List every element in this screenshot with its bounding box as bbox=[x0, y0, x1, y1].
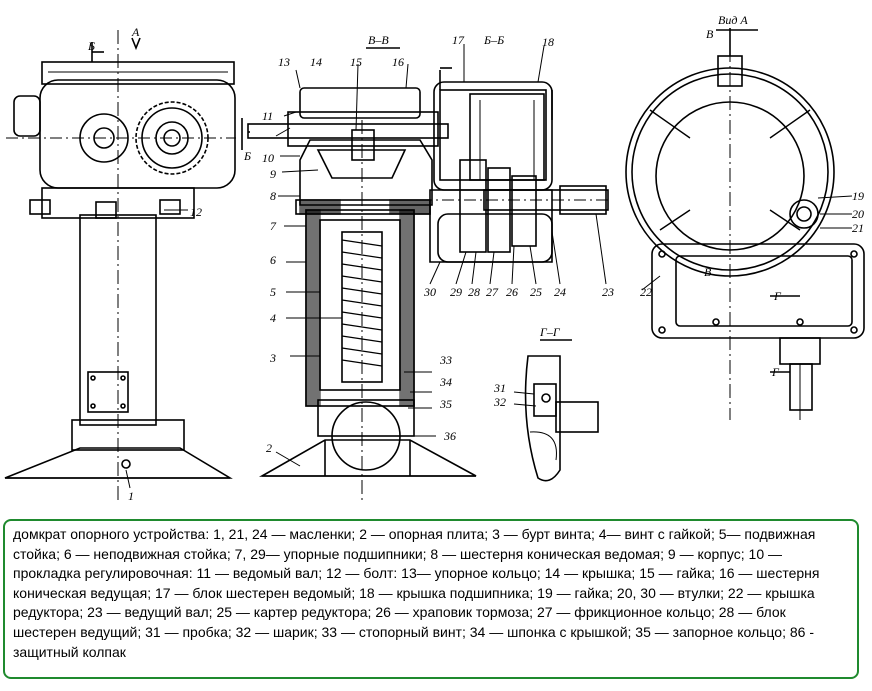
arrow-a-label: А bbox=[131, 25, 140, 39]
diagram-labels: 1 12 2 3 4 5 6 7 8 9 10 11 13 14 15 16 1… bbox=[87, 13, 864, 503]
section-title-b-b: Б–Б bbox=[483, 33, 504, 47]
label-9: 9 bbox=[270, 167, 276, 181]
label-29: 29 bbox=[450, 285, 462, 299]
label-15: 15 bbox=[350, 55, 362, 69]
section-title-v-v: В–В bbox=[368, 33, 389, 47]
label-16: 16 bbox=[392, 55, 404, 69]
label-23: 23 bbox=[602, 285, 614, 299]
label-12: 12 bbox=[190, 205, 202, 219]
label-4: 4 bbox=[270, 311, 276, 325]
label-10: 10 bbox=[262, 151, 274, 165]
label-3: 3 bbox=[269, 351, 276, 365]
label-35: 35 bbox=[439, 397, 452, 411]
label-7: 7 bbox=[270, 219, 277, 233]
arrow-b-bottom-label: Б bbox=[243, 149, 251, 163]
arrow-g-bottom-label: Г bbox=[771, 365, 780, 379]
arrow-b-top-label: Б bbox=[87, 39, 95, 53]
label-31: 31 bbox=[493, 381, 506, 395]
label-14: 14 bbox=[310, 55, 322, 69]
arrow-v-top-label: В bbox=[706, 27, 714, 41]
section-v-v bbox=[247, 47, 477, 500]
label-17: 17 bbox=[452, 33, 465, 47]
label-30: 30 bbox=[423, 285, 436, 299]
label-5: 5 bbox=[270, 285, 276, 299]
label-22: 22 bbox=[640, 285, 652, 299]
label-24: 24 bbox=[554, 285, 566, 299]
label-2: 2 bbox=[266, 441, 272, 455]
left-view bbox=[4, 30, 243, 500]
arrow-g-mid-label: Г bbox=[773, 289, 782, 303]
caption-text: домкрат опорного устройства: 1, 21, 24 —… bbox=[13, 526, 820, 660]
label-11: 11 bbox=[262, 109, 273, 123]
label-6: 6 bbox=[270, 253, 276, 267]
label-18: 18 bbox=[542, 35, 554, 49]
label-8: 8 bbox=[270, 189, 276, 203]
label-36: 36 bbox=[443, 429, 456, 443]
label-1: 1 bbox=[128, 489, 134, 503]
label-26: 26 bbox=[506, 285, 518, 299]
label-27: 27 bbox=[486, 285, 499, 299]
label-21: 21 bbox=[852, 221, 864, 235]
jack-technical-drawing: 1 12 2 3 4 5 6 7 8 9 10 11 13 14 15 16 1… bbox=[4, 13, 865, 503]
section-b-b bbox=[405, 44, 612, 285]
label-25: 25 bbox=[530, 285, 542, 299]
label-19: 19 bbox=[852, 189, 864, 203]
label-34: 34 bbox=[439, 375, 452, 389]
label-20: 20 bbox=[852, 207, 864, 221]
label-33: 33 bbox=[439, 353, 452, 367]
arrow-v-mid-label: В bbox=[704, 265, 712, 279]
label-13: 13 bbox=[278, 55, 290, 69]
caption-box: домкрат опорного устройства: 1, 21, 24 —… bbox=[3, 519, 859, 679]
view-a-title: Вид А bbox=[718, 13, 748, 27]
section-g-g bbox=[513, 339, 599, 482]
section-title-g-g: Г–Г bbox=[539, 325, 561, 339]
view-a bbox=[625, 28, 865, 420]
label-32: 32 bbox=[493, 395, 506, 409]
label-28: 28 bbox=[468, 285, 480, 299]
